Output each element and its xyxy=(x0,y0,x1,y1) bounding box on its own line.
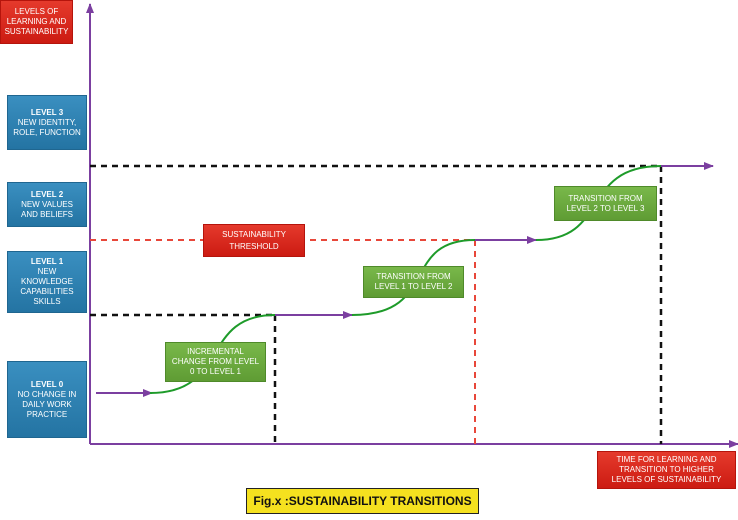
level-1-box: LEVEL 1 NEW KNOWLEDGE CAPABILITIES SKILL… xyxy=(7,251,87,313)
y-axis-label: LEVELS OF LEARNING AND SUSTAINABILITY xyxy=(0,0,73,44)
figure-caption: Fig.x :SUSTAINABILITY TRANSITIONS xyxy=(246,488,479,514)
level-3-desc: NEW IDENTITY, ROLE, FUNCTION xyxy=(13,117,81,137)
transition-box-2-3: TRANSITION FROM LEVEL 2 TO LEVEL 3 xyxy=(554,186,657,221)
level-0-box: LEVEL 0 NO CHANGE IN DAILY WORK PRACTICE xyxy=(7,361,87,438)
transition-box-0-1: INCREMENTAL CHANGE FROM LEVEL 0 TO LEVEL… xyxy=(165,342,266,382)
level-0-title: LEVEL 0 xyxy=(30,379,64,389)
level-2-desc: NEW VALUES AND BELIEFS xyxy=(20,199,73,219)
level-0-desc: NO CHANGE IN DAILY WORK PRACTICE xyxy=(17,389,77,419)
level-2-title: LEVEL 2 xyxy=(30,189,64,199)
level-3-box: LEVEL 3 NEW IDENTITY, ROLE, FUNCTION xyxy=(7,95,87,150)
level-1-title: LEVEL 1 xyxy=(30,257,64,266)
level-3-title: LEVEL 3 xyxy=(30,107,64,117)
level-2-box: LEVEL 2 NEW VALUES AND BELIEFS xyxy=(7,182,87,227)
transition-box-1-2: TRANSITION FROM LEVEL 1 TO LEVEL 2 xyxy=(363,266,464,298)
level-1-desc: NEW KNOWLEDGE CAPABILITIES SKILLS xyxy=(20,267,74,306)
sustainability-threshold-label: SUSTAINABILITY THRESHOLD xyxy=(203,224,305,257)
x-axis-label: TIME FOR LEARNING AND TRANSITION TO HIGH… xyxy=(597,451,736,489)
